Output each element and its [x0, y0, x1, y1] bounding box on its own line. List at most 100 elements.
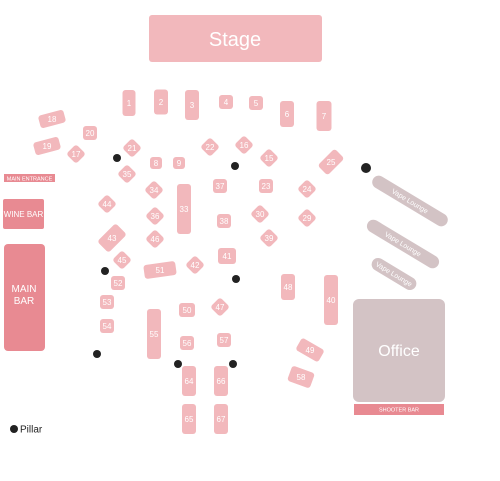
- table-33-shape[interactable]: [177, 184, 191, 234]
- table-16[interactable]: 16: [234, 135, 254, 155]
- table-49-shape[interactable]: [295, 337, 325, 362]
- table-1[interactable]: 1: [122, 90, 136, 116]
- table-58-shape[interactable]: [287, 365, 315, 388]
- table-35-shape[interactable]: [117, 164, 137, 184]
- table-67[interactable]: 67: [214, 404, 228, 434]
- table-47[interactable]: 47: [210, 297, 230, 317]
- table-53-shape[interactable]: [100, 295, 114, 309]
- table-45[interactable]: 45: [112, 250, 132, 270]
- table-1-shape[interactable]: [122, 90, 136, 116]
- table-18[interactable]: 18: [38, 109, 66, 128]
- table-24-shape[interactable]: [297, 179, 317, 199]
- table-20-shape[interactable]: [83, 126, 97, 140]
- table-43[interactable]: 43: [97, 223, 127, 253]
- table-55[interactable]: 55: [147, 309, 161, 359]
- table-38-shape[interactable]: [217, 214, 231, 228]
- table-23[interactable]: 23: [259, 179, 273, 193]
- table-17[interactable]: 17: [66, 144, 86, 164]
- table-66-shape[interactable]: [214, 366, 228, 396]
- table-42[interactable]: 42: [185, 255, 205, 275]
- table-18-shape[interactable]: [38, 109, 66, 128]
- table-15-shape[interactable]: [259, 148, 279, 168]
- table-30-shape[interactable]: [250, 204, 270, 224]
- table-21[interactable]: 21: [122, 138, 142, 158]
- table-67-shape[interactable]: [214, 404, 228, 434]
- table-53[interactable]: 53: [100, 295, 114, 309]
- table-43-shape[interactable]: [97, 223, 127, 253]
- table-46[interactable]: 46: [145, 229, 165, 249]
- table-41[interactable]: 41: [218, 248, 236, 264]
- table-34-shape[interactable]: [144, 180, 164, 200]
- table-4[interactable]: 4: [219, 95, 233, 109]
- table-52-shape[interactable]: [111, 276, 125, 290]
- table-50[interactable]: 50: [179, 303, 195, 317]
- table-4-shape[interactable]: [219, 95, 233, 109]
- table-30[interactable]: 30: [250, 204, 270, 224]
- table-24[interactable]: 24: [297, 179, 317, 199]
- table-22[interactable]: 22: [200, 137, 220, 157]
- table-36-shape[interactable]: [145, 206, 165, 226]
- table-25[interactable]: 25: [318, 149, 345, 176]
- table-57-shape[interactable]: [217, 333, 231, 347]
- table-54-shape[interactable]: [100, 319, 114, 333]
- table-64[interactable]: 64: [182, 366, 196, 396]
- table-3[interactable]: 3: [185, 90, 199, 120]
- table-65-shape[interactable]: [182, 404, 196, 434]
- table-56-shape[interactable]: [180, 336, 194, 350]
- table-5[interactable]: 5: [249, 96, 263, 110]
- table-55-shape[interactable]: [147, 309, 161, 359]
- table-46-shape[interactable]: [145, 229, 165, 249]
- table-25-shape[interactable]: [318, 149, 345, 176]
- table-49[interactable]: 49: [295, 337, 325, 362]
- table-47-shape[interactable]: [210, 297, 230, 317]
- table-34[interactable]: 34: [144, 180, 164, 200]
- table-9-shape[interactable]: [173, 157, 185, 169]
- table-8-shape[interactable]: [150, 157, 162, 169]
- table-38[interactable]: 38: [217, 214, 231, 228]
- table-17-shape[interactable]: [66, 144, 86, 164]
- table-54[interactable]: 54: [100, 319, 114, 333]
- table-6[interactable]: 6: [280, 101, 294, 127]
- table-20[interactable]: 20: [83, 126, 97, 140]
- table-52[interactable]: 52: [111, 276, 125, 290]
- table-22-shape[interactable]: [200, 137, 220, 157]
- table-66[interactable]: 66: [214, 366, 228, 396]
- table-64-shape[interactable]: [182, 366, 196, 396]
- table-2-shape[interactable]: [154, 89, 168, 115]
- table-36[interactable]: 36: [145, 206, 165, 226]
- table-39-shape[interactable]: [259, 228, 279, 248]
- table-57[interactable]: 57: [217, 333, 231, 347]
- table-51-shape[interactable]: [143, 261, 177, 279]
- table-19-shape[interactable]: [33, 136, 61, 155]
- table-35[interactable]: 35: [117, 164, 137, 184]
- table-29-shape[interactable]: [297, 208, 317, 228]
- table-15[interactable]: 15: [259, 148, 279, 168]
- table-8[interactable]: 8: [150, 157, 162, 169]
- table-40[interactable]: 40: [324, 275, 338, 325]
- table-39[interactable]: 39: [259, 228, 279, 248]
- table-33[interactable]: 33: [177, 184, 191, 234]
- table-6-shape[interactable]: [280, 101, 294, 127]
- table-37[interactable]: 37: [213, 179, 227, 193]
- table-42-shape[interactable]: [185, 255, 205, 275]
- table-48[interactable]: 48: [281, 274, 295, 300]
- table-40-shape[interactable]: [324, 275, 338, 325]
- table-5-shape[interactable]: [249, 96, 263, 110]
- table-23-shape[interactable]: [259, 179, 273, 193]
- table-41-shape[interactable]: [218, 248, 236, 264]
- table-7[interactable]: 7: [316, 101, 332, 131]
- table-45-shape[interactable]: [112, 250, 132, 270]
- table-2[interactable]: 2: [154, 89, 168, 115]
- table-44[interactable]: 44: [97, 194, 117, 214]
- table-48-shape[interactable]: [281, 274, 295, 300]
- table-3-shape[interactable]: [185, 90, 199, 120]
- table-50-shape[interactable]: [179, 303, 195, 317]
- table-65[interactable]: 65: [182, 404, 196, 434]
- table-44-shape[interactable]: [97, 194, 117, 214]
- table-56[interactable]: 56: [180, 336, 194, 350]
- table-9[interactable]: 9: [173, 157, 185, 169]
- table-51[interactable]: 51: [143, 261, 177, 279]
- table-37-shape[interactable]: [213, 179, 227, 193]
- table-21-shape[interactable]: [122, 138, 142, 158]
- table-29[interactable]: 29: [297, 208, 317, 228]
